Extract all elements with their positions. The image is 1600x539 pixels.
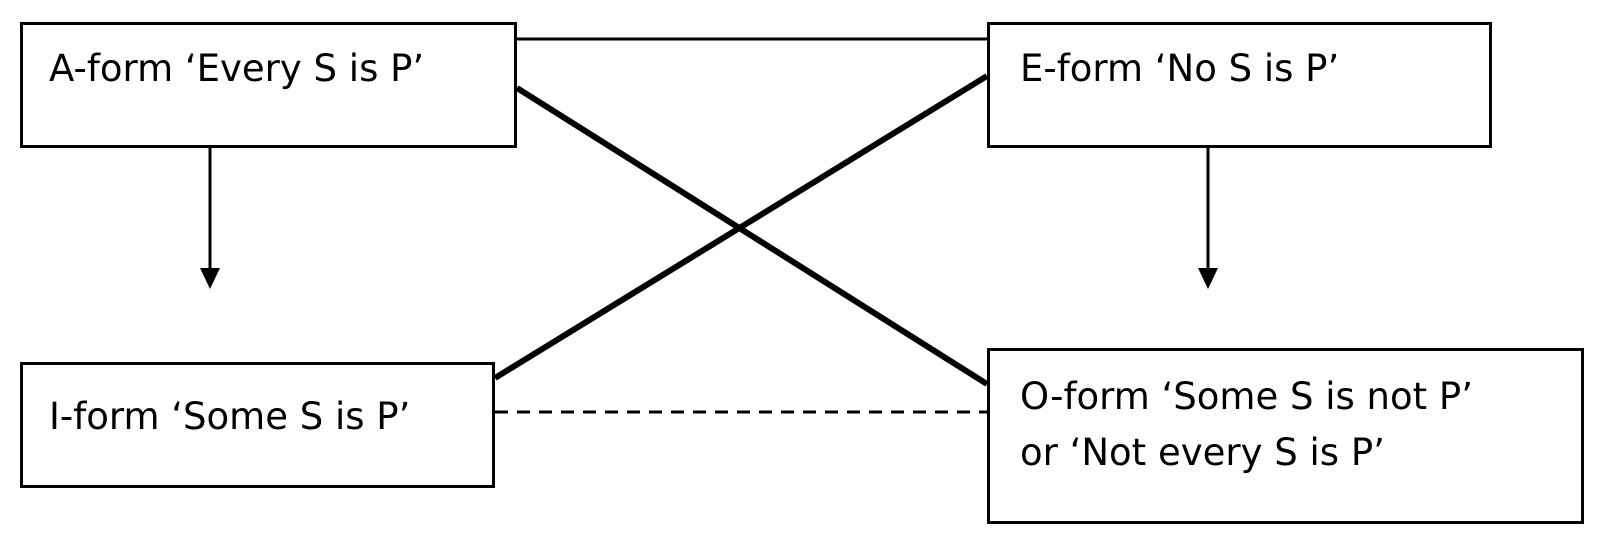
arrowhead-e-o [1198, 268, 1218, 289]
o-form-label-line1: O-form ‘Some S is not P’ [1020, 375, 1473, 418]
a-form-label: A-form ‘Every S is P’ [49, 47, 425, 90]
o-form-label-line2: or ‘Not every S is P’ [1020, 431, 1385, 474]
e-form-label: E-form ‘No S is P’ [1020, 47, 1340, 90]
i-form-label: I-form ‘Some S is P’ [49, 395, 411, 438]
contradictory-line-a-o [515, 85, 989, 387]
contradictory-line-e-i [493, 73, 989, 381]
arrowhead-a-i [200, 268, 220, 289]
o-form-box: O-form ‘Some S is not P’ or ‘Not every S… [987, 348, 1584, 524]
e-form-box: E-form ‘No S is P’ [987, 22, 1492, 148]
i-form-box: I-form ‘Some S is P’ [20, 362, 495, 488]
a-form-box: A-form ‘Every S is P’ [20, 22, 517, 148]
